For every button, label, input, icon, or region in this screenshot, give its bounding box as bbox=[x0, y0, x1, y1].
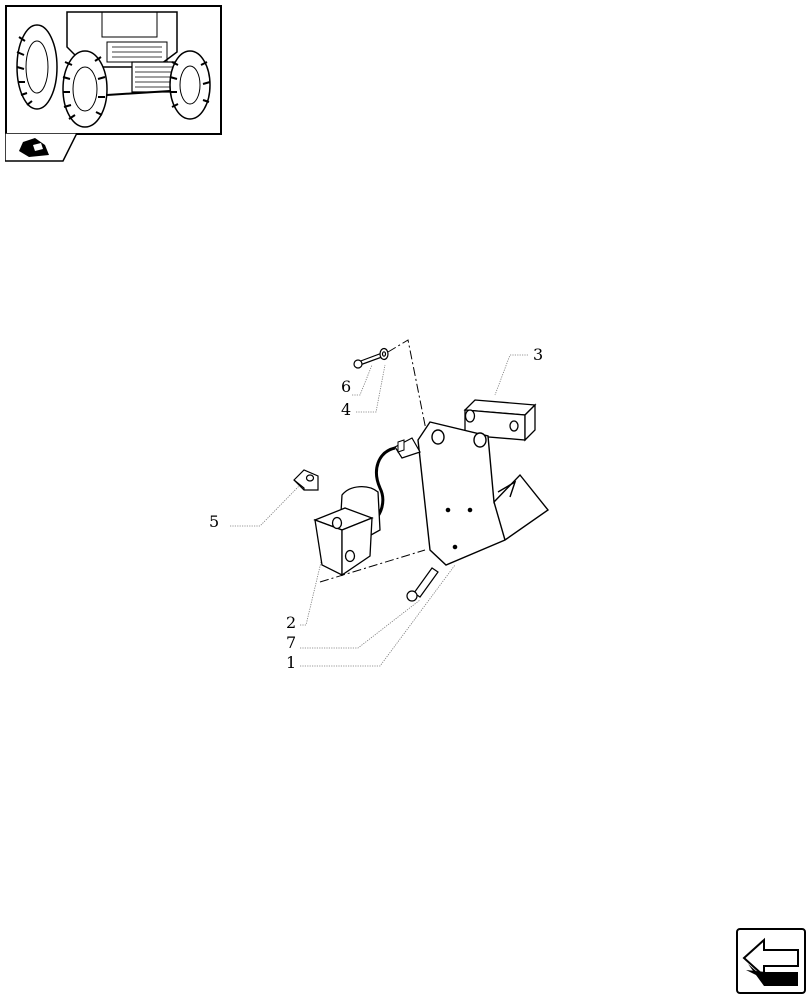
callout-2: 2 bbox=[286, 613, 296, 632]
callout-7: 7 bbox=[286, 633, 296, 652]
page-tab bbox=[4, 132, 79, 163]
vehicle-thumbnail bbox=[5, 5, 222, 135]
previous-page-arrow-icon bbox=[736, 928, 806, 994]
callout-3: 3 bbox=[533, 345, 543, 364]
callout-6: 6 bbox=[341, 377, 351, 396]
hand-pointer-icon bbox=[19, 138, 49, 157]
previous-page-button[interactable] bbox=[736, 928, 806, 994]
mounting-bracket bbox=[417, 421, 550, 566]
callout-5: 5 bbox=[209, 512, 219, 531]
cable-clamp bbox=[293, 469, 319, 491]
bolt-and-washer bbox=[353, 347, 389, 369]
tractor-front-icon bbox=[16, 11, 211, 128]
screw bbox=[406, 567, 439, 602]
callout-4: 4 bbox=[341, 400, 351, 419]
sensor-unit bbox=[313, 486, 381, 577]
leader-lines bbox=[230, 354, 528, 667]
callout-1: 1 bbox=[286, 653, 296, 672]
